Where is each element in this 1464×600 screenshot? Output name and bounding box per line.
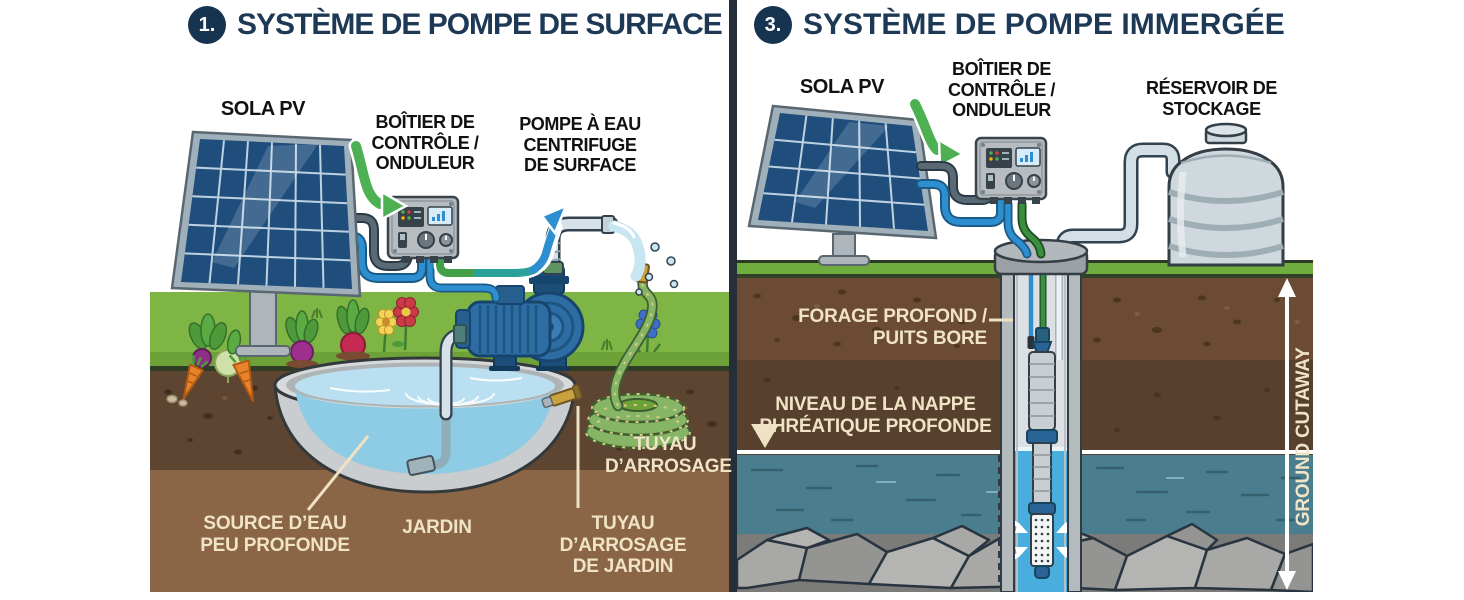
submersible-pump-panel: 3. SYSTÈME DE POMPE IMMERGÉE SOLA PV BOÎ… bbox=[737, 0, 1315, 592]
cell-grid bbox=[763, 115, 925, 229]
energy-arrow bbox=[348, 138, 409, 222]
hose-pattern bbox=[585, 393, 691, 449]
water-basin bbox=[273, 356, 577, 494]
soil-speckles bbox=[753, 289, 1280, 348]
panel-glare bbox=[795, 122, 889, 208]
controller-label: BOÎTIER DE CONTRÔLE / ONDULEUR bbox=[948, 59, 1055, 121]
soil-speckles-light bbox=[814, 304, 1300, 324]
arrowhead bbox=[380, 189, 409, 222]
water-stream bbox=[608, 220, 646, 282]
flow-ribbon bbox=[433, 203, 569, 280]
ground-cutaway-label: GROUND CUTAWAY bbox=[1293, 347, 1315, 527]
garden-label: JARDIN bbox=[402, 517, 472, 538]
solar-panel bbox=[170, 130, 362, 357]
tank-highlight bbox=[1177, 171, 1187, 258]
storage-tank bbox=[1167, 122, 1285, 267]
garden-hose-coil bbox=[541, 262, 692, 450]
borehole bbox=[1000, 260, 1082, 592]
riser-pipe bbox=[1055, 142, 1181, 260]
water-table-marker bbox=[751, 424, 779, 448]
surface-pump-panel: 1. SYSTÈME DE POMPE DE SURFACE SOLA PV B… bbox=[150, 0, 732, 592]
pump-label: POMPE À EAU CENTRIFUGE DE SURFACE bbox=[519, 114, 641, 176]
carrot bbox=[182, 354, 209, 400]
screen-holes bbox=[1034, 518, 1050, 563]
panel-divider bbox=[729, 0, 737, 592]
pointer-lines bbox=[306, 406, 580, 511]
control-box bbox=[386, 195, 460, 263]
panel-glare bbox=[212, 144, 318, 268]
water-droplets bbox=[635, 242, 679, 296]
cell-grid bbox=[184, 140, 351, 288]
garden-hose-label: TUYAU D’ARROSAGE DE JARDIN bbox=[559, 513, 687, 578]
cutaway-arrow bbox=[1278, 278, 1296, 590]
step-badge: 3. bbox=[754, 6, 792, 44]
controller-label: BOÎTIER DE CONTRÔLE / ONDULEUR bbox=[371, 112, 479, 174]
control-box bbox=[974, 136, 1048, 204]
beet bbox=[336, 299, 370, 361]
pump-cables bbox=[425, 255, 501, 303]
deep-soil-speckles bbox=[763, 377, 1270, 432]
casing-wall bbox=[1067, 263, 1082, 592]
right-illustration bbox=[737, 96, 1313, 592]
energy-arrow bbox=[907, 96, 966, 169]
carrot bbox=[228, 350, 255, 402]
flow-arrowhead bbox=[540, 203, 569, 236]
left-illustration bbox=[150, 130, 729, 592]
panel-title-text: SYSTÈME DE POMPE IMMERGÉE bbox=[803, 8, 1285, 41]
solar-panel-label: SOLA PV bbox=[220, 98, 306, 120]
borehole-label: FORAGE PROFOND / PUITS BORE bbox=[798, 306, 987, 349]
solar-panel-label: SOLA PV bbox=[799, 76, 885, 98]
panel-title: 1. SYSTÈME DE POMPE DE SURFACE bbox=[188, 6, 723, 44]
tank-label: RÉSERVOIR DE STOCKAGE bbox=[1146, 78, 1277, 119]
water-table-label: NIVEAU DE LA NAPPE PHRÉATIQUE PROFONDE bbox=[759, 394, 992, 437]
submersible-pump bbox=[1026, 327, 1058, 579]
well-cables bbox=[1003, 199, 1046, 259]
water-source-label: SOURCE D’EAU PEU PROFONDE bbox=[200, 513, 350, 556]
radish bbox=[285, 310, 319, 370]
step-badge: 1. bbox=[188, 6, 226, 44]
casing-wall bbox=[1000, 263, 1015, 592]
arrowhead bbox=[937, 137, 966, 169]
red-flower bbox=[392, 297, 419, 351]
panel-title: 3. SYSTÈME DE POMPE IMMERGÉE bbox=[754, 6, 1285, 44]
hose-label: TUYAU D’ARROSAGE bbox=[605, 434, 732, 477]
panel-title-text: SYSTÈME DE POMPE DE SURFACE bbox=[237, 8, 723, 41]
hose-nozzle bbox=[541, 384, 583, 409]
motor-fins bbox=[478, 305, 538, 353]
surface-pump bbox=[453, 265, 585, 371]
solar-panel bbox=[747, 104, 938, 266]
